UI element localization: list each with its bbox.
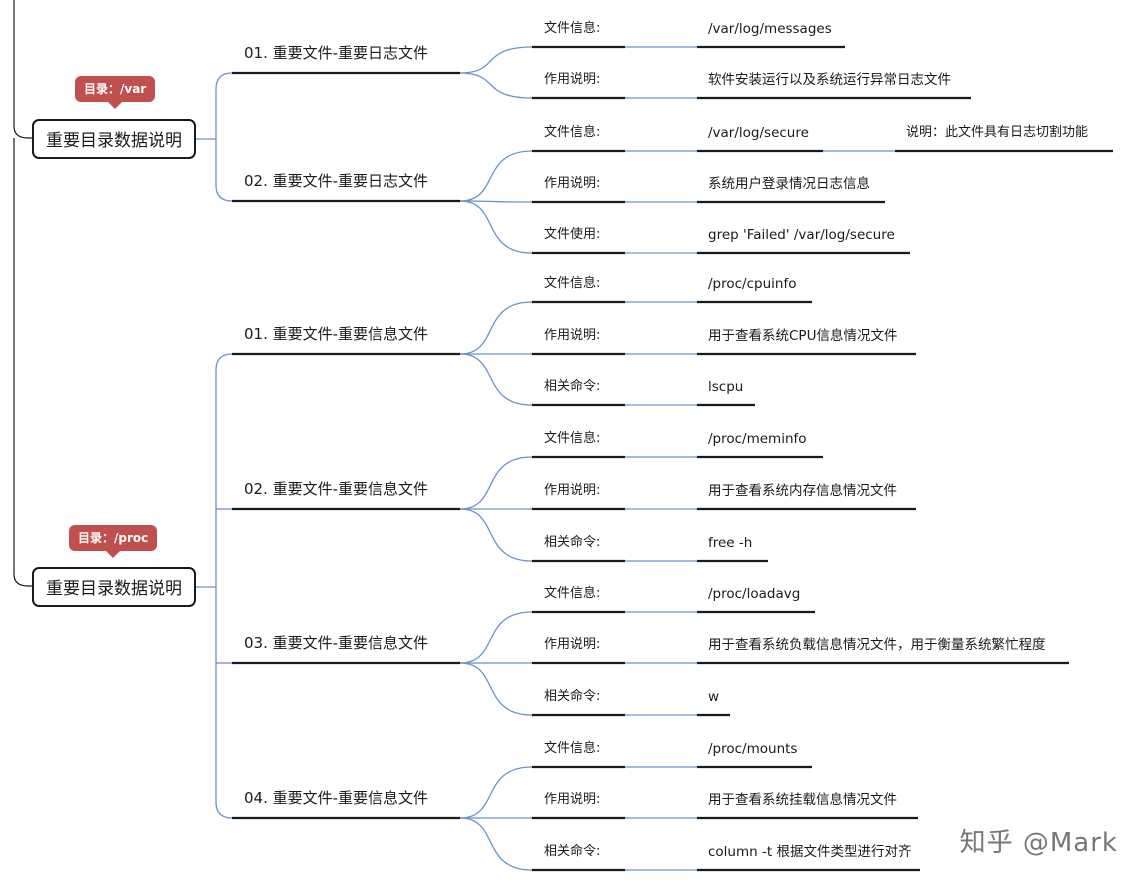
branch-curve — [459, 508, 533, 562]
item-label: 作用说明: — [544, 483, 601, 498]
item-label: 作用说明: — [544, 176, 601, 191]
item-label: 相关命令: — [544, 689, 601, 704]
item-label: 相关命令: — [544, 844, 601, 859]
trunk-0 — [215, 72, 233, 202]
directory-tag-1: 目录：/proc — [69, 525, 158, 558]
trunk-1 — [215, 353, 233, 819]
item-label: 文件信息: — [544, 741, 601, 756]
branch-curve — [459, 200, 533, 254]
item-value: 用于查看系统挂载信息情况文件 — [708, 792, 897, 808]
branch-curve — [459, 817, 533, 871]
item-label: 文件使用: — [544, 227, 601, 242]
item-label: 文件信息: — [544, 276, 601, 291]
group-title: 02. 重要文件-重要信息文件 — [244, 480, 429, 498]
group-title: 02. 重要文件-重要日志文件 — [244, 172, 429, 190]
branch-curve — [459, 301, 533, 355]
branch-curve — [459, 200, 533, 203]
group-title: 03. 重要文件-重要信息文件 — [244, 634, 429, 652]
item-value: grep 'Failed' /var/log/secure — [708, 227, 895, 243]
group-title: 04. 重要文件-重要信息文件 — [244, 789, 429, 807]
section-node-1: 重要目录数据说明 — [32, 567, 196, 607]
item-value: w — [708, 689, 720, 705]
branch-curve — [459, 353, 533, 406]
item-value: 软件安装运行以及系统运行异常日志文件 — [708, 72, 951, 88]
item-label: 相关命令: — [544, 535, 601, 550]
group-title: 01. 重要文件-重要信息文件 — [244, 325, 429, 343]
group-title: 01. 重要文件-重要日志文件 — [244, 44, 429, 62]
item-value: /proc/meminfo — [708, 431, 807, 447]
branch-curve — [459, 72, 533, 99]
item-value: /var/log/messages — [708, 21, 832, 37]
item-value: /var/log/secure — [708, 125, 809, 141]
item-value: free -h — [708, 535, 753, 551]
branch-curve — [459, 611, 533, 664]
item-label: 作用说明: — [544, 72, 601, 87]
item-label: 文件信息: — [544, 21, 601, 36]
section-node-0: 重要目录数据说明 — [32, 119, 196, 159]
branch-curve — [459, 456, 533, 510]
item-value: 用于查看系统CPU信息情况文件 — [708, 328, 898, 344]
directory-tag-0: 目录：/var — [75, 76, 156, 109]
item-label: 文件信息: — [544, 431, 601, 446]
item-value: 系统用户登录情况日志信息 — [708, 176, 870, 192]
item-value: 用于查看系统负载信息情况文件，用于衡量系统繁忙程度 — [708, 637, 1046, 653]
item-value: /proc/cpuinfo — [708, 276, 797, 292]
item-label: 作用说明: — [544, 637, 601, 652]
branch-curve — [459, 150, 533, 202]
item-label: 文件信息: — [544, 125, 601, 140]
item-label: 文件信息: — [544, 586, 601, 601]
branch-curve — [459, 766, 533, 819]
item-value: column -t 根据文件类型进行对齐 — [708, 844, 912, 860]
root-connector-proc — [13, 138, 32, 587]
item-value: /proc/loadavg — [708, 586, 801, 602]
item-value: lscpu — [708, 379, 744, 395]
item-value: /proc/mounts — [708, 741, 798, 757]
item-label: 相关命令: — [544, 379, 601, 394]
item-label: 作用说明: — [544, 328, 601, 343]
branch-curve — [459, 46, 533, 74]
item-label: 作用说明: — [544, 792, 601, 807]
item-value: 用于查看系统内存信息情况文件 — [708, 483, 897, 499]
item-note: 说明：此文件具有日志切割功能 — [906, 125, 1089, 140]
branch-curve — [459, 662, 533, 716]
root-connector-var — [13, 0, 32, 139]
watermark: 知乎 @Mark — [959, 828, 1118, 858]
